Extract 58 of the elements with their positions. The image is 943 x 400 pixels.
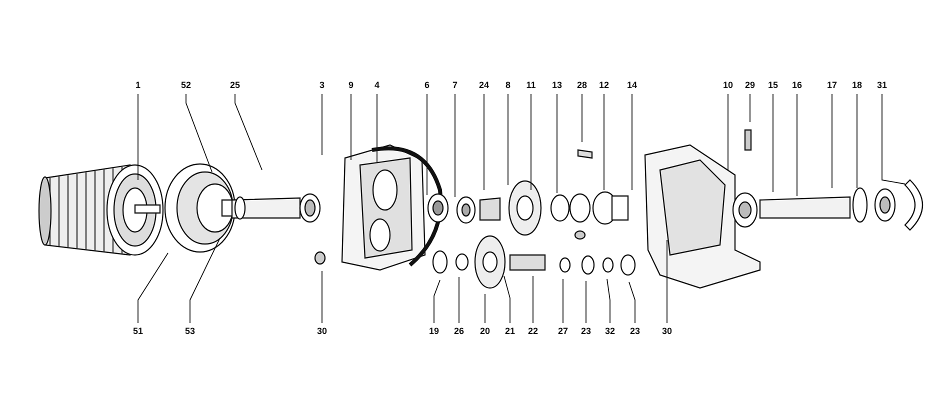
callout-number: 8 xyxy=(498,80,518,91)
callout-number: 26 xyxy=(449,326,469,337)
leader-line xyxy=(796,94,798,196)
callout-number: 12 xyxy=(594,80,614,91)
callout-number: 24 xyxy=(474,80,494,91)
callout-number: 32 xyxy=(600,326,620,337)
leader-line xyxy=(190,238,220,324)
leader-line xyxy=(772,94,774,192)
callout-number: 53 xyxy=(180,326,200,337)
callout-number: 16 xyxy=(787,80,807,91)
leader-line xyxy=(532,276,534,324)
callout-number: 3 xyxy=(312,80,332,91)
callout-number: 1 xyxy=(128,80,148,91)
callout-number: 4 xyxy=(367,80,387,91)
callout-number: 9 xyxy=(341,80,361,91)
callout-number: 31 xyxy=(872,80,892,91)
callout-number: 30 xyxy=(657,326,677,337)
leader-line xyxy=(454,94,456,198)
callout-number: 6 xyxy=(417,80,437,91)
leader-line xyxy=(434,280,440,324)
leader-line xyxy=(426,94,428,196)
callout-number: 13 xyxy=(547,80,567,91)
callout-number: 25 xyxy=(225,80,245,91)
callout-number: 17 xyxy=(822,80,842,91)
leader-line xyxy=(856,94,858,188)
leader-line xyxy=(628,282,636,324)
leader-line xyxy=(562,278,564,324)
leader-line xyxy=(504,276,510,324)
callout-number: 30 xyxy=(312,326,332,337)
leader-line xyxy=(530,94,532,190)
callout-number: 19 xyxy=(424,326,444,337)
callout-number: 23 xyxy=(576,326,596,337)
callout-number: 15 xyxy=(763,80,783,91)
leader-line xyxy=(138,252,168,324)
leader-line xyxy=(556,94,558,194)
leader-line xyxy=(234,94,262,170)
leader-line xyxy=(882,94,906,184)
callout-number: 23 xyxy=(625,326,645,337)
callout-number: 51 xyxy=(128,326,148,337)
leader-line xyxy=(666,240,668,324)
callout-number: 28 xyxy=(572,80,592,91)
callout-number: 18 xyxy=(847,80,867,91)
leader-line xyxy=(186,94,212,172)
callout-number: 21 xyxy=(500,326,520,337)
callout-number: 7 xyxy=(445,80,465,91)
callout-number: 20 xyxy=(475,326,495,337)
callout-number: 11 xyxy=(521,80,541,91)
leader-line xyxy=(606,278,610,324)
callout-number: 29 xyxy=(740,80,760,91)
callout-number: 10 xyxy=(718,80,738,91)
leader-line xyxy=(376,94,378,162)
leader-line xyxy=(484,294,486,324)
callout-number: 52 xyxy=(176,80,196,91)
callout-number: 22 xyxy=(523,326,543,337)
leader-line xyxy=(350,94,352,160)
leader-line xyxy=(458,276,460,324)
callout-number: 14 xyxy=(622,80,642,91)
callout-number: 27 xyxy=(553,326,573,337)
